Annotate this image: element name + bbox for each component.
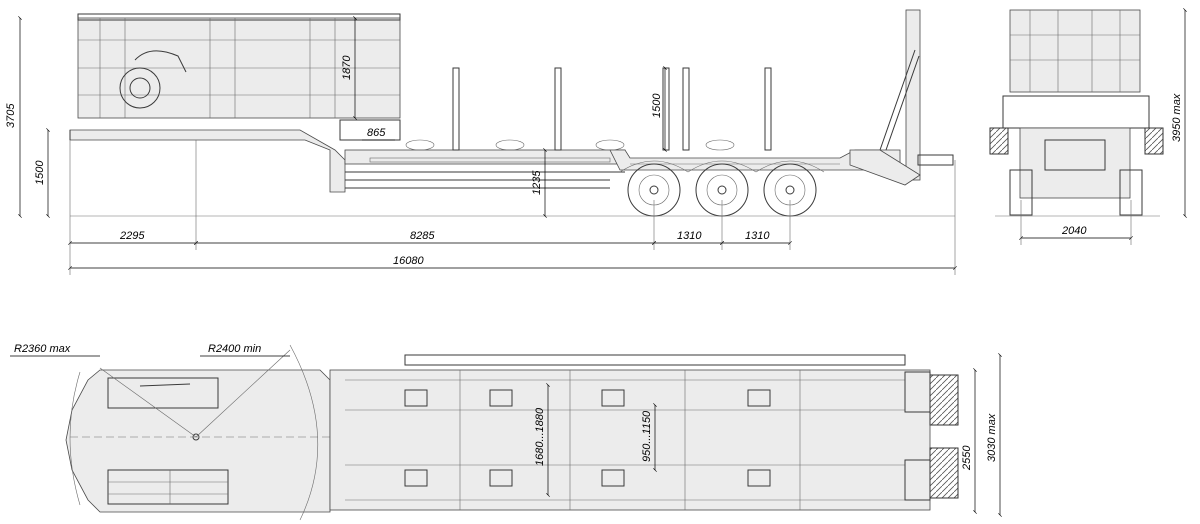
side-view: 3705 1500 1870 1500 1235 865 2295 8285 1… <box>5 9 957 275</box>
dim-rear-height-max: 3950 max <box>1171 93 1183 142</box>
dim-wheelbase: 8285 <box>410 230 435 242</box>
dim-stanchion-height: 1500 <box>651 93 663 118</box>
stanchions <box>452 67 772 151</box>
loading-ramp <box>849 9 954 186</box>
dim-beam-span: 1680...1880 <box>534 407 546 466</box>
top-view: R2360 max R2400 min 1680...1880 950...11… <box>10 343 1002 521</box>
deck-frame <box>344 149 901 189</box>
dim-overall-length: 16080 <box>393 255 424 267</box>
dim-beam-span-inner: 950...1150 <box>641 410 653 462</box>
dim-front-overhang: 2295 <box>119 230 145 242</box>
dim-axle-spacing-2: 1310 <box>745 230 770 242</box>
dim-width: 2550 <box>961 445 973 471</box>
dim-rear-track: 2040 <box>1061 225 1087 237</box>
dim-turn-radius-max: R2360 max <box>14 343 71 355</box>
dim-overall-height: 3705 <box>5 103 17 128</box>
rear-view: 3950 max 2040 <box>989 8 1187 245</box>
dim-frame-height: 1235 <box>531 170 543 195</box>
dim-axle-spacing-1: 1310 <box>677 230 702 242</box>
dim-deck-height: 1500 <box>34 160 46 185</box>
dim-turn-radius-min: R2400 min <box>208 343 261 355</box>
dim-cab-body-height: 1870 <box>341 55 353 80</box>
dim-step-height: 865 <box>367 127 386 139</box>
dim-width-max: 3030 max <box>986 413 998 462</box>
tractor-cab <box>77 13 401 119</box>
